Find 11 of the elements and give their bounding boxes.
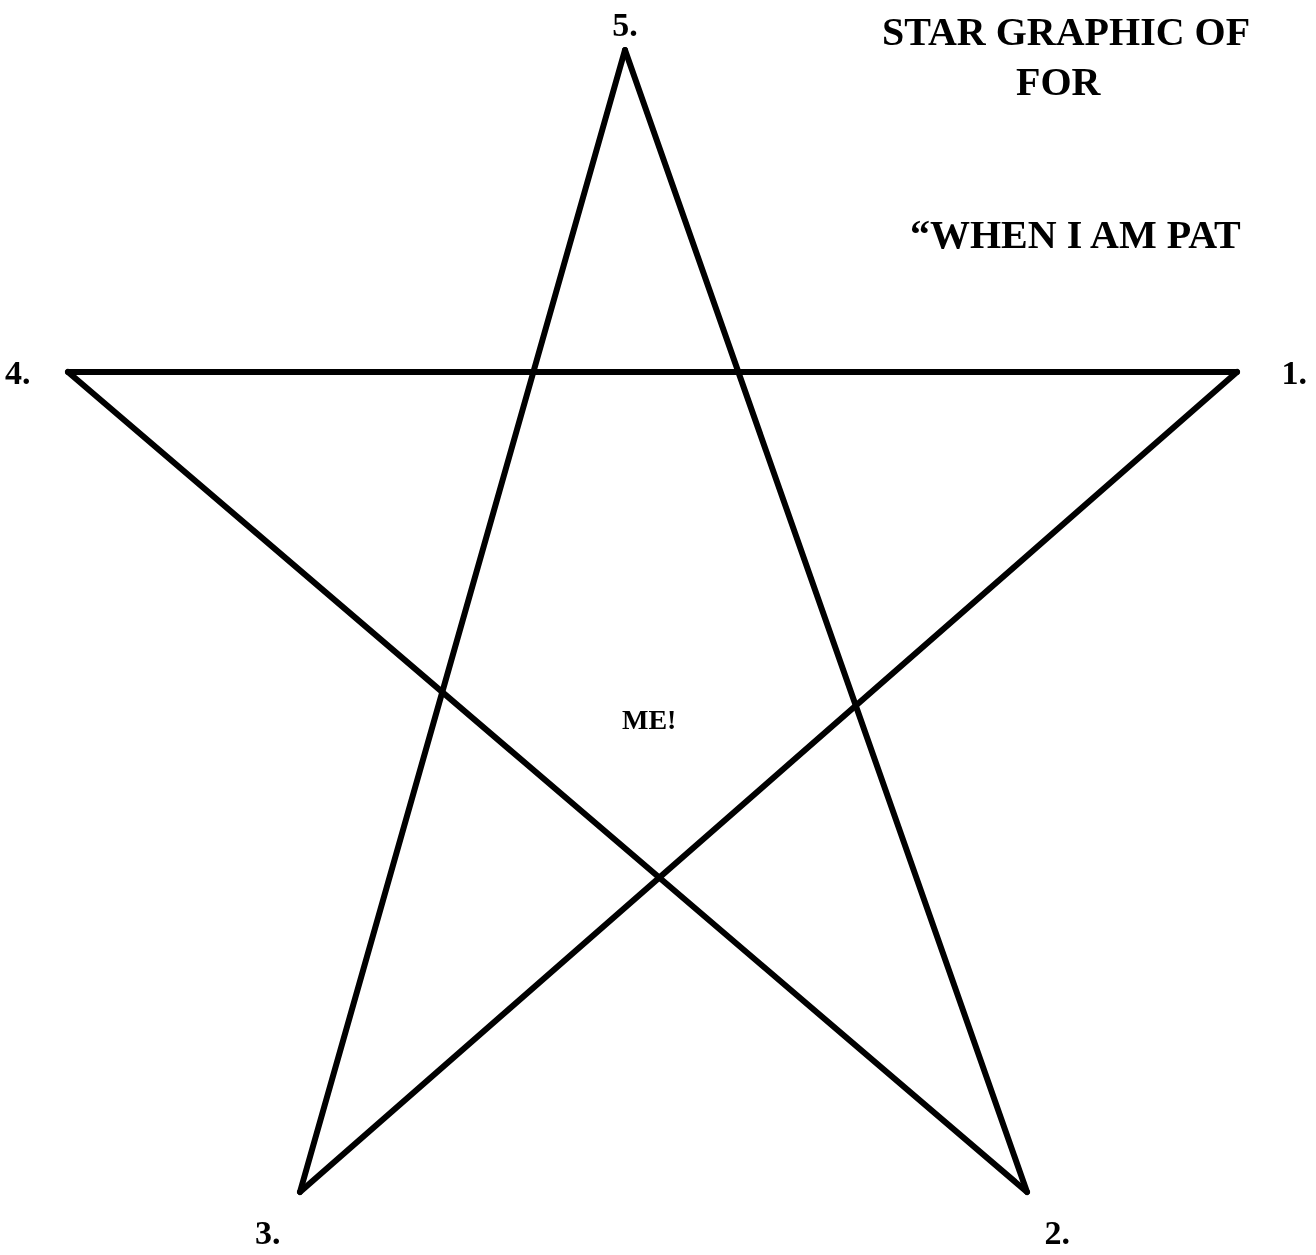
point-number: 4. [5,352,68,394]
heading-text: FOR [1016,62,1101,102]
heading-text: “WHEN I AM PAT [910,215,1241,255]
point-number: 1. [1237,352,1307,394]
point-number: 2. [1010,1192,1070,1250]
heading-text: STAR GRAPHIC OF [882,12,1251,52]
star-line [65,369,1030,1195]
point-number: 3. [255,1192,305,1250]
star-line [297,369,1240,1195]
center-label: ME! [622,706,677,734]
point-number: 5. [600,8,650,50]
